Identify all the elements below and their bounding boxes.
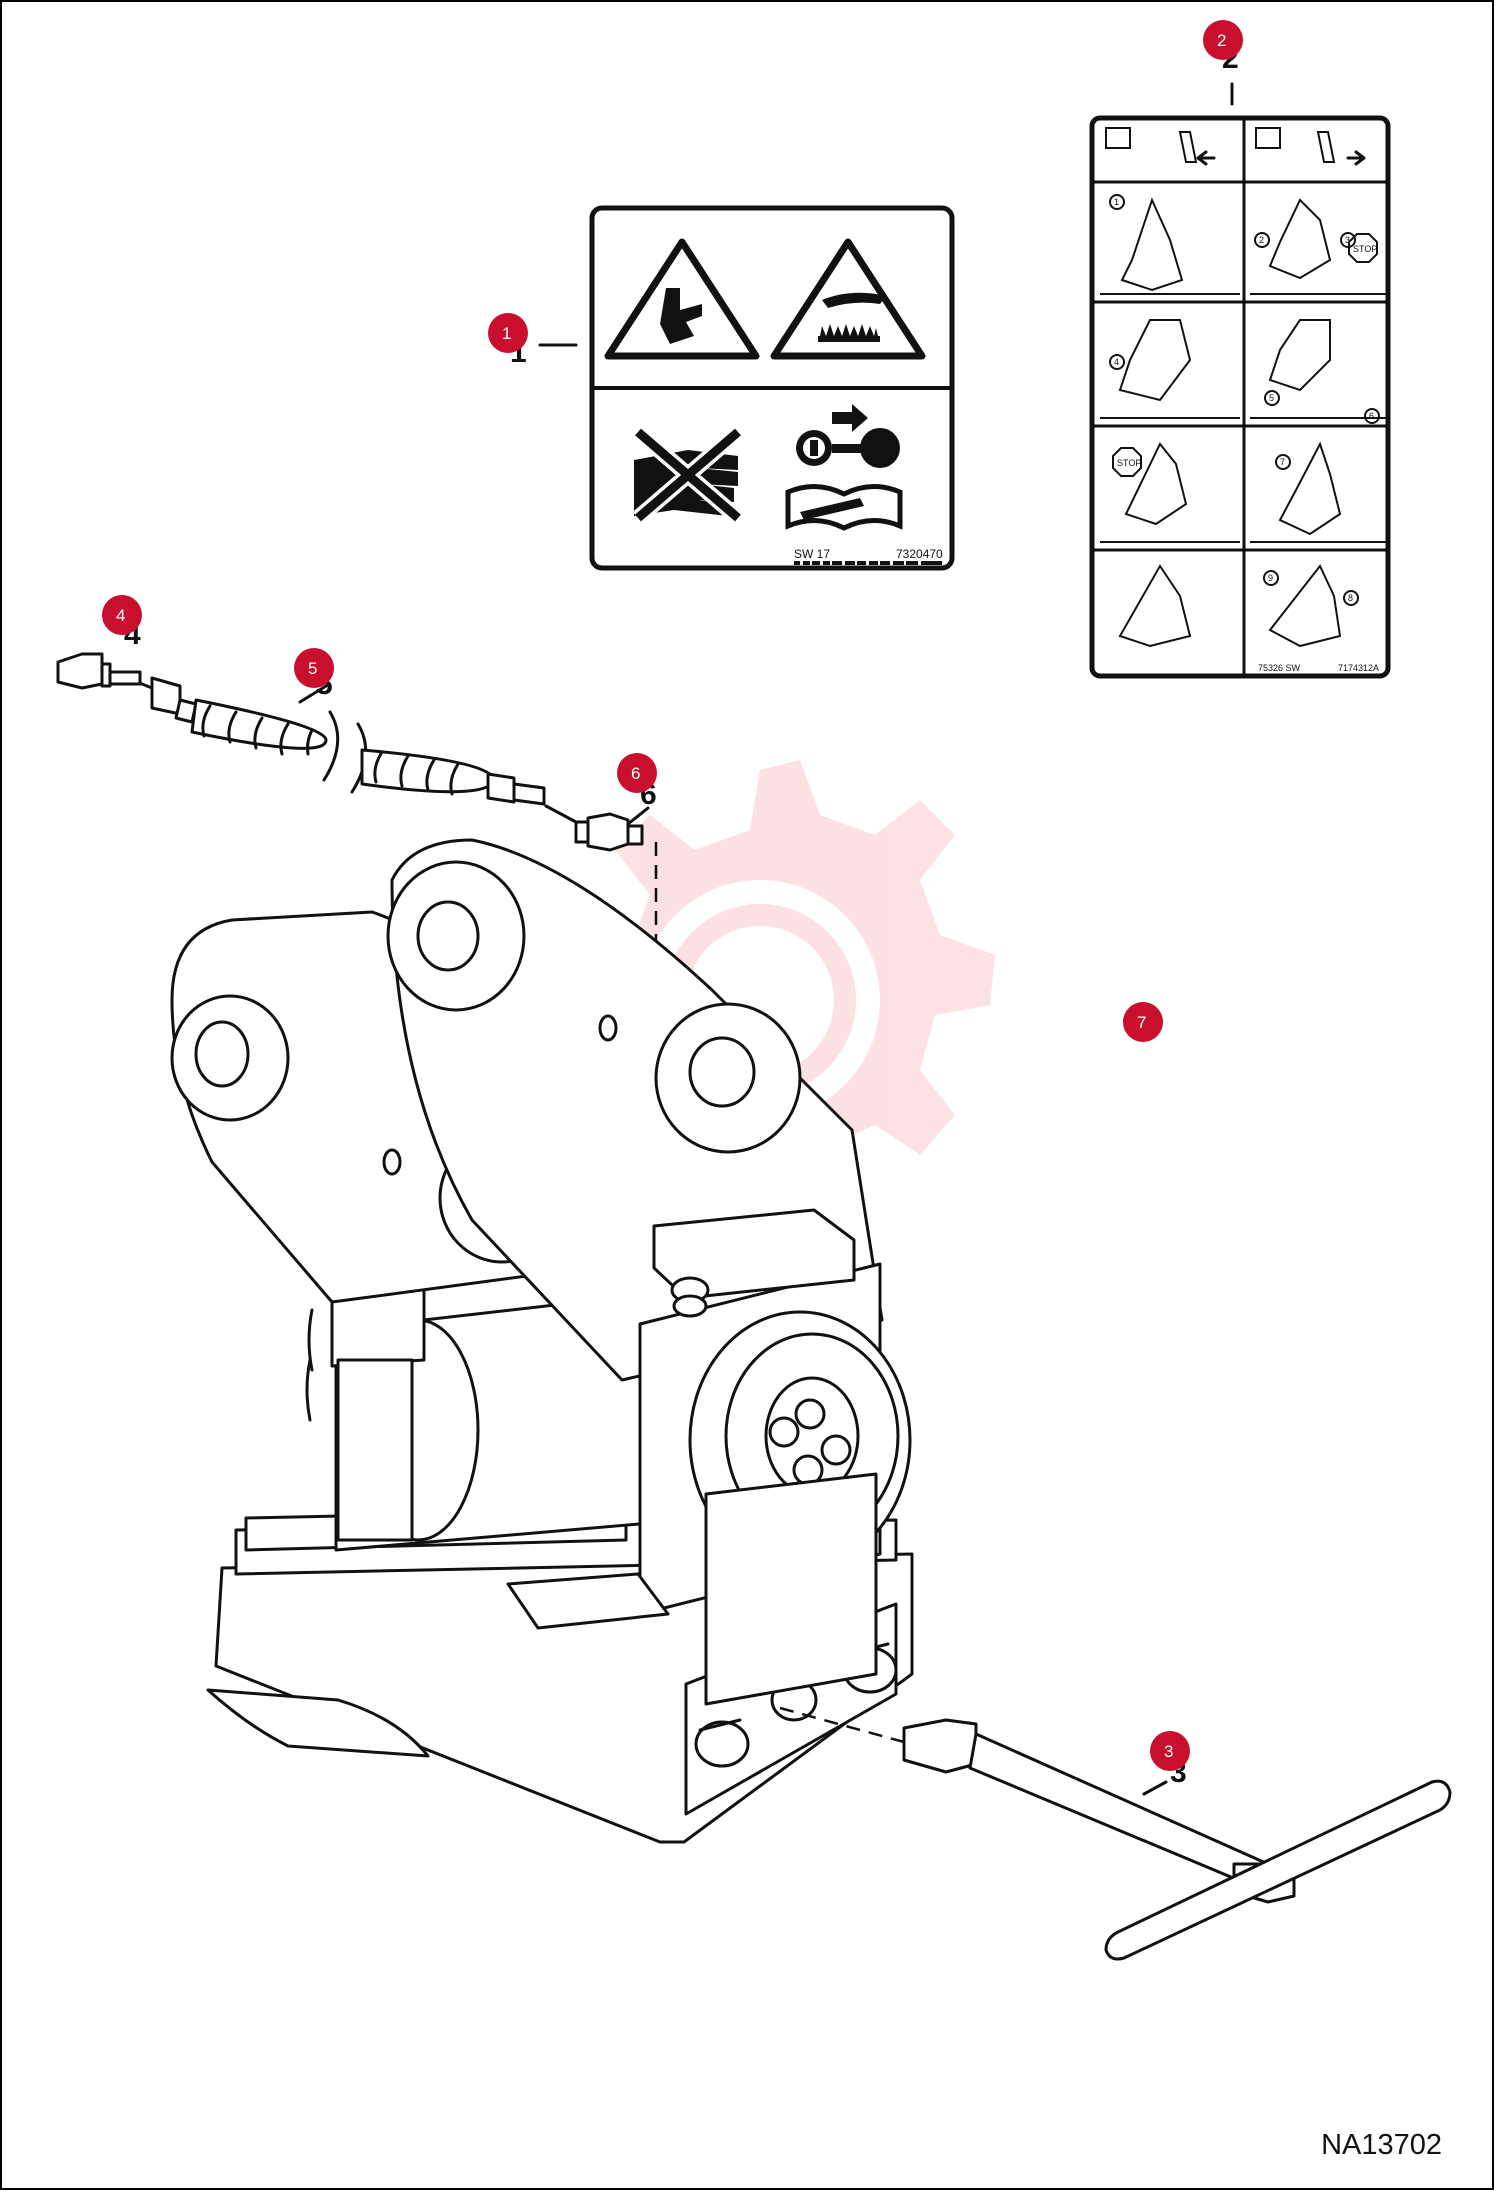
callout-markers: 1 2 3 4 5 6 7 [102,20,1243,1771]
callout-2[interactable]: 2 [1203,20,1243,60]
drawing-code: NA13702 [1321,2129,1442,2161]
callout-1[interactable]: 1 [488,313,528,353]
callout-2-label: 2 [1217,31,1226,50]
callout-4-label: 4 [116,606,125,625]
callout-5[interactable]: 5 [294,648,334,688]
callout-6[interactable]: 6 [617,753,657,793]
key-icon [796,404,900,468]
decal-2-steps: 1 2 3 4 5 6 7 8 9 [1109,194,1380,606]
fitting-6 [544,804,644,852]
step-3: 3 [1345,235,1350,245]
hot-surface-icon [822,292,886,308]
callout-1-label: 1 [502,324,511,343]
crush-hazard-icon [660,288,702,344]
decal-1-right-code: 7320470 [896,547,943,561]
callout-7[interactable]: 7 [1123,1002,1163,1042]
callout-5-label: 5 [308,659,317,678]
decal-2-right-code: 7174312A [1338,663,1379,673]
callout-6-label: 6 [631,764,640,783]
callout-4[interactable]: 4 [102,595,142,635]
decal-1-left-code: SW 17 [794,547,830,561]
leaders [298,82,1234,1796]
callout-3-label: 3 [1164,1742,1173,1761]
callout-7-label: 7 [1137,1013,1146,1032]
step-2: 2 [1259,235,1264,245]
step-9: 9 [1268,573,1273,583]
step-8: 8 [1348,593,1353,603]
step-4: 4 [1114,357,1119,367]
stop-sign-2: STOP [1117,458,1141,468]
decal-2-procedure: 1 2 3 4 5 6 7 8 9 STOP STOP 75326 SW 717… [1089,115,1391,679]
step-7: 7 [1280,457,1285,467]
step-5: 5 [1269,393,1274,403]
step-1: 1 [1114,197,1119,207]
stop-sign-1: STOP [1353,244,1377,254]
wrench-3 [902,1718,1452,1961]
coupler-7 [170,838,914,1844]
step-6: 6 [1369,411,1374,421]
no-hands-icon [632,425,744,525]
callout-3[interactable]: 3 [1150,1731,1190,1771]
decal-2-left-code: 75326 SW [1258,663,1301,673]
fitting-4 [56,652,142,690]
decal-1-warning: SW 17 7320470 [589,205,955,571]
hose-5 [140,676,546,806]
decal-1-barcode [792,561,942,565]
manual-book-icon [785,484,903,531]
